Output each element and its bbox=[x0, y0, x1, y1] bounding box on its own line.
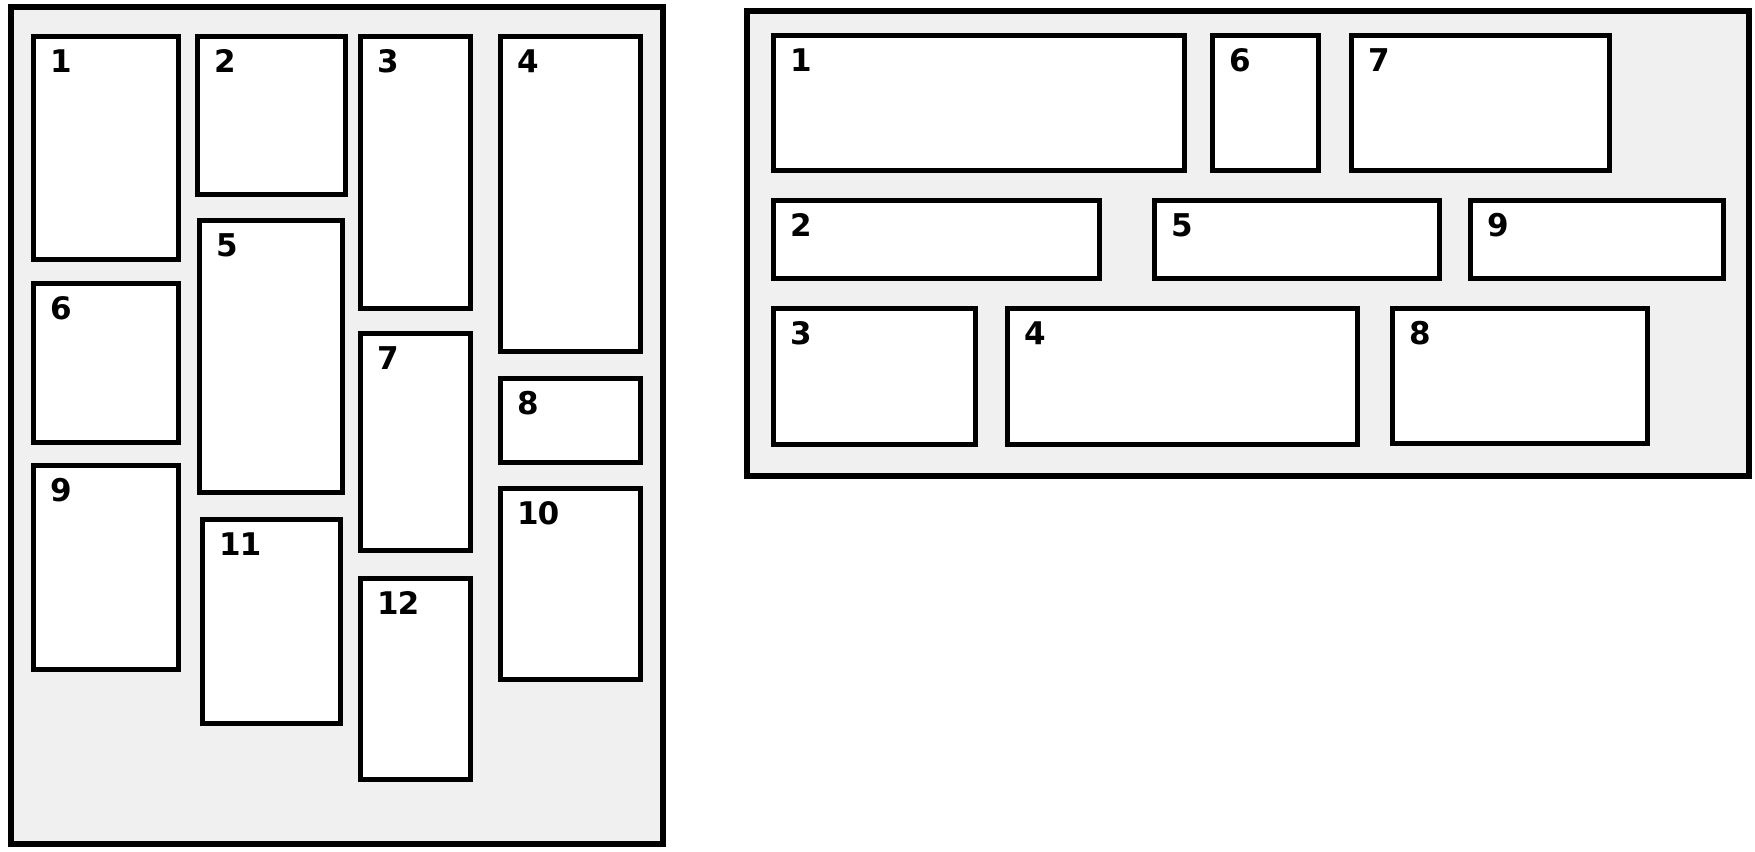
masonry-item: 5 bbox=[1152, 198, 1442, 281]
masonry-item-label: 11 bbox=[219, 527, 261, 563]
masonry-item: 4 bbox=[498, 34, 643, 354]
masonry-item: 9 bbox=[31, 463, 181, 672]
masonry-item: 8 bbox=[1390, 306, 1650, 446]
masonry-item-label: 4 bbox=[517, 44, 539, 80]
masonry-item-label: 2 bbox=[790, 208, 812, 244]
masonry-item: 6 bbox=[1210, 33, 1321, 173]
masonry-item-label: 10 bbox=[517, 496, 559, 532]
masonry-item-label: 6 bbox=[50, 291, 72, 327]
masonry-item: 6 bbox=[31, 281, 181, 445]
masonry-item: 3 bbox=[358, 34, 473, 311]
masonry-item-label: 1 bbox=[50, 44, 72, 80]
masonry-item-label: 8 bbox=[517, 386, 539, 422]
masonry-item: 2 bbox=[195, 34, 348, 197]
masonry-item: 1 bbox=[771, 33, 1187, 173]
masonry-item: 5 bbox=[197, 218, 345, 495]
masonry-item: 7 bbox=[1349, 33, 1612, 173]
masonry-item: 7 bbox=[358, 331, 473, 553]
masonry-item-label: 12 bbox=[377, 586, 419, 622]
masonry-item-label: 5 bbox=[1171, 208, 1193, 244]
masonry-item: 10 bbox=[498, 486, 643, 682]
masonry-item: 12 bbox=[358, 576, 473, 782]
masonry-item-label: 5 bbox=[216, 228, 238, 264]
masonry-item-label: 2 bbox=[214, 44, 236, 80]
masonry-item: 1 bbox=[31, 34, 181, 262]
masonry-item: 9 bbox=[1468, 198, 1726, 281]
masonry-item-label: 3 bbox=[377, 44, 399, 80]
masonry-item-label: 9 bbox=[1487, 208, 1509, 244]
masonry-item-label: 9 bbox=[50, 473, 72, 509]
horizontal-masonry-panel: 1 2 3 4 5 6 7 8 9 bbox=[744, 8, 1752, 479]
masonry-item-label: 6 bbox=[1229, 43, 1251, 79]
masonry-item: 2 bbox=[771, 198, 1102, 281]
masonry-item-label: 7 bbox=[1368, 43, 1390, 79]
masonry-item-label: 8 bbox=[1409, 316, 1431, 352]
masonry-item: 8 bbox=[498, 376, 643, 465]
masonry-item: 11 bbox=[200, 517, 343, 726]
masonry-item-label: 7 bbox=[377, 341, 399, 377]
masonry-item-label: 1 bbox=[790, 43, 812, 79]
masonry-item: 3 bbox=[771, 306, 978, 447]
masonry-item: 4 bbox=[1005, 306, 1360, 447]
masonry-item-label: 4 bbox=[1024, 316, 1046, 352]
masonry-item-label: 3 bbox=[790, 316, 812, 352]
